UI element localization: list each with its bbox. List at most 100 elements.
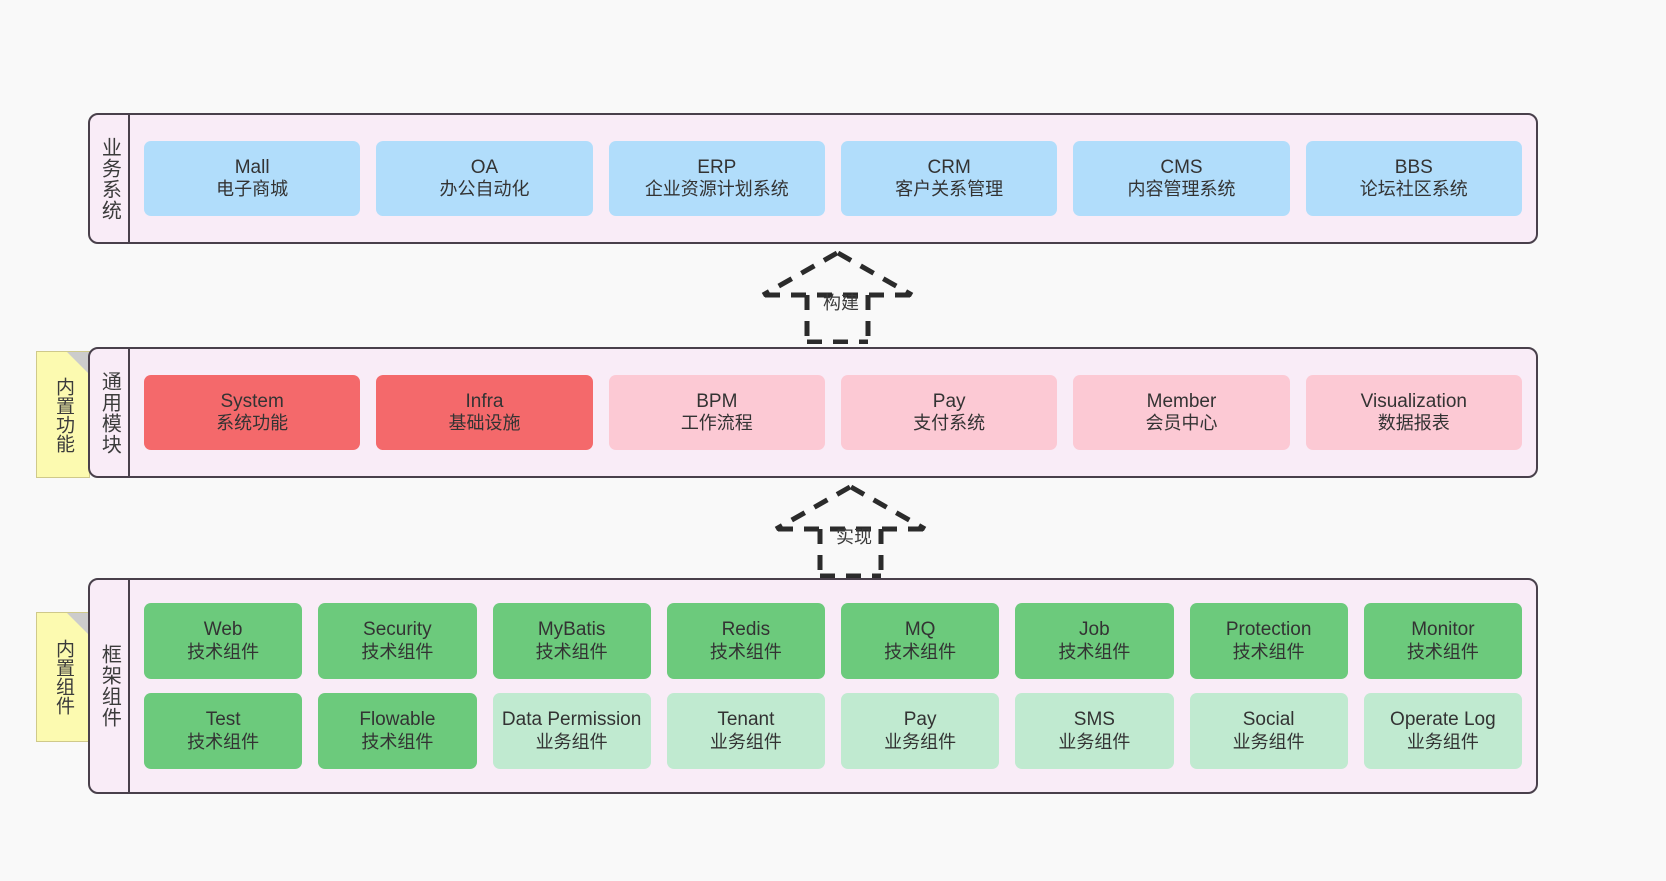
- node-mall[interactable]: Mall 电子商城: [144, 141, 361, 216]
- node-name: Mall: [234, 156, 270, 178]
- node-subtitle: 支付系统: [913, 413, 986, 434]
- node-visualization[interactable]: Visualization 数据报表: [1305, 375, 1522, 450]
- connector-label: 实现: [836, 527, 872, 547]
- node-pay-module[interactable]: Pay 支付系统: [840, 375, 1058, 450]
- node-name: CMS: [1160, 156, 1203, 178]
- node-web[interactable]: Web 技术组件: [144, 603, 303, 679]
- node-data-permission[interactable]: Data Permission 业务组件: [492, 693, 651, 769]
- connector-implement: 实现: [768, 483, 933, 579]
- node-name: Job: [1079, 619, 1110, 641]
- node-subtitle: 客户关系管理: [895, 179, 1004, 200]
- layer-framework-components: 框架组件 Web 技术组件 Security 技术组件 MyBatis 技术组件…: [88, 578, 1538, 794]
- node-name: Data Permission: [501, 709, 642, 731]
- node-name: System: [220, 390, 284, 412]
- node-system[interactable]: System 系统功能: [144, 375, 361, 450]
- layer-body-business-system: Mall 电子商城 OA 办公自动化 ERP 企业资源计划系统 CRM 客户关系…: [130, 115, 1536, 242]
- node-subtitle: 电子商城: [216, 179, 289, 200]
- layer-title-business-system: 业务系统: [90, 115, 130, 242]
- node-row: Mall 电子商城 OA 办公自动化 ERP 企业资源计划系统 CRM 客户关系…: [144, 141, 1522, 216]
- node-security[interactable]: Security 技术组件: [318, 603, 477, 679]
- node-name: Pay: [903, 709, 937, 731]
- node-oa[interactable]: OA 办公自动化: [376, 141, 593, 216]
- node-subtitle: 企业资源计划系统: [644, 179, 789, 200]
- node-tenant[interactable]: Tenant 业务组件: [666, 693, 825, 769]
- node-subtitle: 技术组件: [709, 641, 782, 662]
- layer-title-label: 通用模块: [98, 370, 121, 455]
- node-protection[interactable]: Protection 技术组件: [1189, 603, 1348, 679]
- node-subtitle: 内容管理系统: [1127, 179, 1236, 200]
- layer-title-common-modules: 通用模块: [90, 349, 130, 476]
- node-pay-component[interactable]: Pay 业务组件: [841, 693, 1000, 769]
- node-subtitle: 业务组件: [1058, 731, 1131, 752]
- node-monitor[interactable]: Monitor 技术组件: [1363, 603, 1522, 679]
- node-name: Flowable: [359, 709, 436, 731]
- layer-body-common-modules: System 系统功能 Infra 基础设施 BPM 工作流程 Pay 支付系统…: [130, 349, 1536, 476]
- node-name: Social: [1242, 709, 1295, 731]
- node-row: Test 技术组件 Flowable 技术组件 Data Permission …: [144, 693, 1522, 769]
- node-bbs[interactable]: BBS 论坛社区系统: [1305, 141, 1522, 216]
- node-name: BPM: [696, 390, 738, 412]
- node-name: OA: [470, 156, 499, 178]
- node-name: SMS: [1073, 709, 1115, 731]
- node-name: ERP: [697, 156, 737, 178]
- node-subtitle: 系统功能: [216, 413, 289, 434]
- node-social[interactable]: Social 业务组件: [1189, 693, 1348, 769]
- node-name: Protection: [1225, 619, 1312, 641]
- node-job[interactable]: Job 技术组件: [1015, 603, 1174, 679]
- node-mq[interactable]: MQ 技术组件: [841, 603, 1000, 679]
- note-builtin-feature: 内置功能: [36, 351, 90, 478]
- node-subtitle: 技术组件: [535, 641, 608, 662]
- node-subtitle: 业务组件: [1232, 731, 1305, 752]
- connector-label: 构建: [823, 293, 859, 313]
- node-subtitle: 办公自动化: [439, 179, 530, 200]
- node-redis[interactable]: Redis 技术组件: [666, 603, 825, 679]
- node-subtitle: 技术组件: [1232, 641, 1305, 662]
- node-name: Member: [1146, 390, 1217, 412]
- node-subtitle: 业务组件: [884, 731, 957, 752]
- node-subtitle: 技术组件: [1058, 641, 1131, 662]
- node-subtitle: 技术组件: [1406, 641, 1479, 662]
- node-sms[interactable]: SMS 业务组件: [1015, 693, 1174, 769]
- node-cms[interactable]: CMS 内容管理系统: [1073, 141, 1290, 216]
- node-bpm[interactable]: BPM 工作流程: [608, 375, 825, 450]
- realization-arrow-icon: [761, 250, 914, 345]
- node-subtitle: 技术组件: [884, 641, 957, 662]
- node-flowable[interactable]: Flowable 技术组件: [318, 693, 477, 769]
- node-row: System 系统功能 Infra 基础设施 BPM 工作流程 Pay 支付系统…: [144, 375, 1522, 450]
- node-subtitle: 会员中心: [1145, 413, 1218, 434]
- connector-build: 构建: [755, 249, 920, 345]
- node-name: Monitor: [1411, 619, 1475, 641]
- node-subtitle: 业务组件: [535, 731, 608, 752]
- layer-title-framework-components: 框架组件: [90, 580, 130, 792]
- node-subtitle: 论坛社区系统: [1359, 179, 1468, 200]
- node-name: Web: [203, 619, 243, 641]
- node-test[interactable]: Test 技术组件: [144, 693, 303, 769]
- node-erp[interactable]: ERP 企业资源计划系统: [608, 141, 825, 216]
- node-name: Infra: [465, 390, 504, 412]
- node-subtitle: 工作流程: [680, 413, 753, 434]
- note-label: 内置功能: [53, 376, 75, 453]
- node-name: Operate Log: [1390, 709, 1496, 731]
- node-mybatis[interactable]: MyBatis 技术组件: [492, 603, 651, 679]
- layer-title-label: 框架组件: [98, 644, 121, 728]
- node-name: Security: [363, 619, 432, 641]
- node-name: Test: [205, 709, 241, 731]
- node-name: BBS: [1394, 156, 1433, 178]
- node-name: Visualization: [1360, 390, 1467, 412]
- node-name: MQ: [904, 619, 936, 641]
- node-name: MyBatis: [537, 619, 606, 641]
- node-subtitle: 业务组件: [1406, 731, 1479, 752]
- node-crm[interactable]: CRM 客户关系管理: [840, 141, 1058, 216]
- node-operate-log[interactable]: Operate Log 业务组件: [1363, 693, 1522, 769]
- note-fold-corner-icon: [67, 613, 89, 635]
- node-subtitle: 基础设施: [448, 413, 521, 434]
- node-name: Pay: [932, 390, 966, 412]
- note-label: 内置组件: [53, 639, 75, 715]
- node-subtitle: 技术组件: [187, 641, 260, 662]
- node-infra[interactable]: Infra 基础设施: [376, 375, 593, 450]
- realization-arrow-icon: [774, 484, 927, 579]
- node-name: CRM: [927, 156, 971, 178]
- node-name: Redis: [721, 619, 771, 641]
- node-member[interactable]: Member 会员中心: [1073, 375, 1290, 450]
